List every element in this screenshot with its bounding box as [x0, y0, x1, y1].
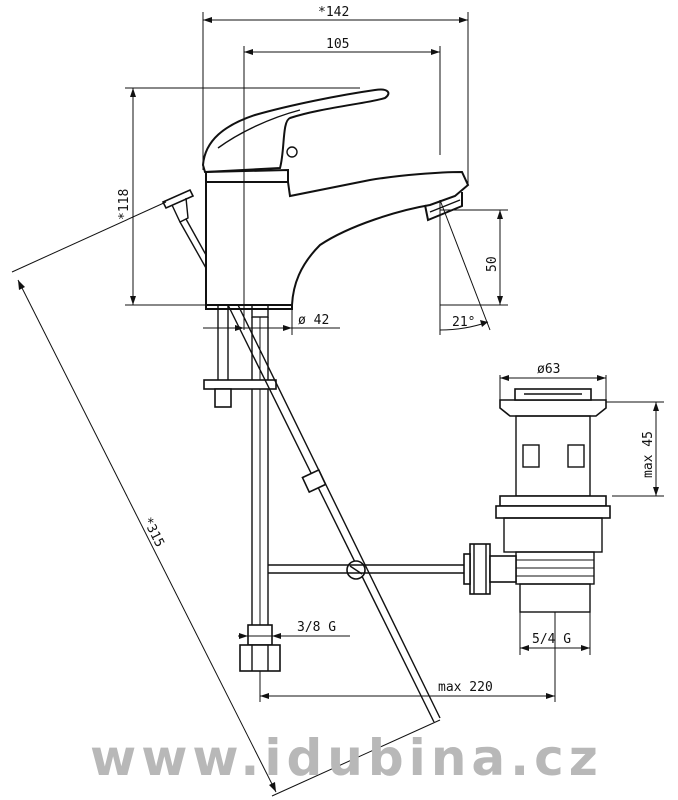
popup-rod	[161, 188, 207, 269]
dim-waste-height: max 45	[606, 401, 664, 497]
hose-length-label: *315	[139, 515, 166, 550]
watermark: www.idubina.cz	[90, 729, 603, 787]
overall-width-label: *142	[318, 5, 349, 20]
popup-linkage	[227, 304, 465, 723]
dim-hose-length: *315	[11, 201, 441, 797]
waste-drain	[463, 388, 611, 613]
waste-diameter-label: ø63	[537, 362, 560, 377]
dim-body-diameter: ø 42	[203, 305, 340, 335]
waste-height-label: max 45	[641, 431, 656, 478]
dim-spout-height: 50	[440, 209, 508, 306]
spout-angle-label: 21°	[452, 315, 475, 330]
spout-reach-label: 105	[326, 37, 349, 52]
overall-height-label: *118	[117, 189, 132, 220]
body-diameter-label: ø 42	[298, 313, 329, 328]
max-distance-label: max 220	[438, 680, 493, 695]
dim-overall-height: *118	[117, 87, 360, 306]
waste-thread-label: 5/4 G	[532, 632, 571, 647]
dim-overall-width: *142	[202, 5, 469, 185]
faucet-body	[201, 88, 470, 310]
dim-spout-reach: 105	[243, 37, 441, 330]
dim-spout-angle: 21°	[439, 199, 491, 335]
dim-hose-thread: 3/8 G	[238, 620, 350, 639]
spout-height-label: 50	[485, 256, 500, 272]
dim-max-distance: max 220	[259, 612, 556, 702]
supply-shank	[203, 304, 281, 672]
dim-waste-diameter: ø63	[499, 362, 607, 400]
hose-thread-label: 3/8 G	[297, 620, 336, 635]
